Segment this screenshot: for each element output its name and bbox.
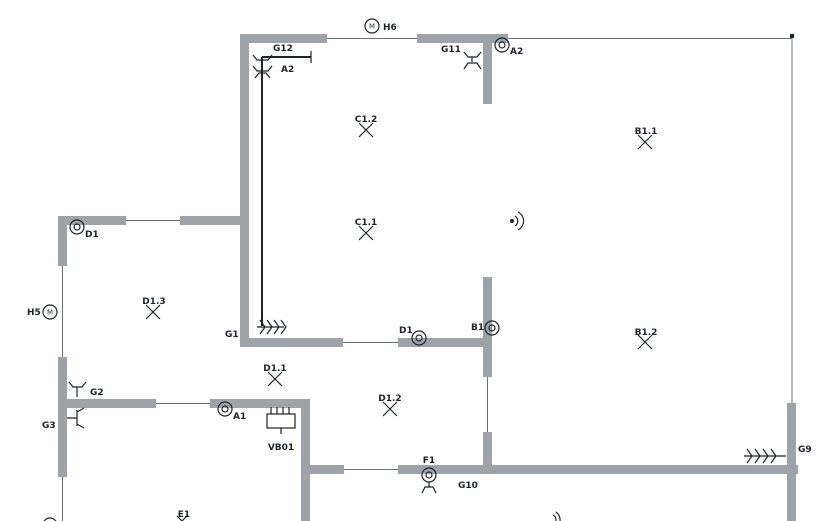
valve-icon (257, 319, 287, 335)
sensor-icon (494, 37, 510, 53)
motor-icon (42, 304, 58, 320)
label-c1-2: C1.2 (355, 115, 378, 125)
label-h6: H6 (383, 23, 397, 33)
valve-icon (744, 448, 786, 464)
cross-icon (382, 401, 398, 417)
valve-icon (463, 51, 482, 70)
sensor-b1[interactable] (484, 320, 500, 336)
label-b1: B1 (471, 323, 484, 333)
wall-segment (58, 216, 67, 266)
label-g11: G11 (441, 45, 461, 55)
point-c1-1[interactable] (358, 225, 374, 241)
motor-h6[interactable]: M (364, 18, 380, 34)
wall-segment (301, 465, 344, 474)
motor-glyph: M (369, 23, 375, 31)
wall-segment (240, 34, 249, 347)
label-g9: G9 (798, 445, 812, 455)
wall-segment (483, 432, 492, 474)
label-d1-3: D1.3 (142, 297, 165, 307)
labels: H6 G12 A2 G11 A2 C1.2 B1.1 C1.1 D1 D1.3 … (27, 23, 812, 520)
wall-segment (180, 216, 248, 225)
cross-icon (267, 371, 283, 387)
sensor-icon (217, 401, 233, 417)
sensor-icon (411, 330, 427, 346)
wall-segment (301, 399, 310, 521)
label-g2: G2 (90, 388, 104, 398)
cross-icon (358, 225, 374, 241)
motor-icon-partial (43, 517, 57, 521)
label-g3: G3 (42, 421, 56, 431)
label-g1: G1 (225, 330, 239, 340)
wall-segment (787, 403, 796, 521)
label-vb01: VB01 (268, 443, 294, 453)
wall-segment (58, 216, 126, 225)
point-d1-1[interactable] (267, 371, 283, 387)
label-a1: A1 (233, 412, 246, 422)
label-g12: G12 (273, 44, 293, 54)
motor-icon (364, 18, 380, 34)
label-e1: E1 (178, 510, 190, 520)
sensor-icon (484, 320, 500, 336)
actuator-a2-left[interactable] (252, 54, 273, 79)
point-b1-1[interactable] (637, 134, 653, 150)
actuator-g11[interactable] (463, 51, 482, 70)
wall-segment (398, 465, 798, 474)
point-d1-3[interactable] (145, 304, 161, 320)
cross-icon (145, 304, 161, 320)
wall-segment (398, 338, 492, 347)
openings (62, 34, 794, 521)
valve-icon (252, 54, 273, 79)
valve-icon (68, 381, 87, 397)
sensor-d1-mid[interactable] (411, 330, 427, 346)
label-c1-1: C1.1 (355, 218, 378, 228)
label-g10: G10 (458, 481, 478, 491)
motor-h5[interactable]: M (42, 304, 58, 320)
wireless-icon (510, 211, 525, 231)
label-h5: H5 (27, 308, 41, 318)
wall-segment (483, 34, 492, 104)
label-f1: F1 (423, 456, 435, 466)
wall-segment (210, 399, 310, 408)
cross-icon-partial (176, 515, 188, 521)
label-d1-2: D1.2 (378, 394, 401, 404)
sensor-f1[interactable] (421, 467, 437, 494)
label-b1-2: B1.2 (635, 328, 658, 338)
sensor-icon (69, 219, 85, 235)
cable-rail (261, 51, 312, 326)
actuator-g9[interactable] (744, 448, 786, 464)
sensor-a2-right[interactable] (494, 37, 510, 53)
motor-glyph: M (47, 309, 53, 317)
label-b1-1: B1.1 (635, 127, 658, 137)
wall-segment (58, 399, 156, 408)
corner-marker (790, 34, 794, 38)
valve-icon (67, 407, 85, 429)
label-d1-1: D1.1 (263, 364, 286, 374)
device-box-icon (266, 413, 296, 429)
actuator-g2[interactable] (68, 381, 87, 397)
walls (58, 34, 798, 521)
wireless-icon-partial (552, 511, 561, 521)
cross-icon (358, 122, 374, 138)
label-d1-top: D1 (85, 230, 99, 240)
wall-segment (483, 277, 492, 377)
cross-icon (637, 134, 653, 150)
label-d1-mid: D1 (399, 326, 413, 336)
actuator-g1[interactable] (257, 319, 287, 335)
cross-icon (637, 334, 653, 350)
actuator-g3[interactable] (67, 407, 85, 429)
label-a2-right: A2 (510, 47, 523, 57)
wall-segment (240, 34, 327, 43)
label-a2-left: A2 (281, 65, 294, 75)
point-d1-2[interactable] (382, 401, 398, 417)
wall-segment (417, 34, 508, 43)
wall-segment (240, 338, 343, 347)
device-vb01[interactable] (266, 407, 296, 434)
sensor-d1-top[interactable] (69, 219, 85, 235)
sensor-a1[interactable] (217, 401, 233, 417)
point-b1-2[interactable] (637, 334, 653, 350)
wall-segment (58, 357, 67, 477)
point-c1-2[interactable] (358, 122, 374, 138)
